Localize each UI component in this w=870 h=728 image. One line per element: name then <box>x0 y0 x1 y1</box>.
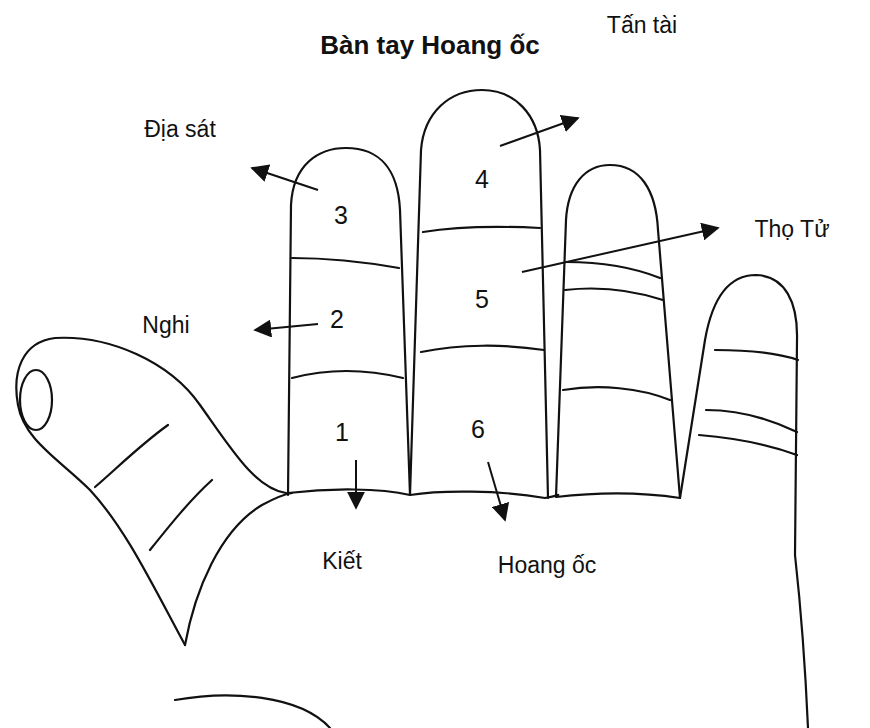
part-label: Nghi <box>142 313 189 338</box>
leader-arrow <box>255 324 318 330</box>
leader-arrow <box>500 118 578 146</box>
callout-number: 6 <box>471 416 485 444</box>
finger-crease <box>292 258 399 268</box>
leader-arrow <box>355 460 357 508</box>
finger-crease <box>565 288 663 300</box>
callout-number: 1 <box>335 419 349 447</box>
finger-outline <box>556 165 680 498</box>
palm-line <box>288 489 558 498</box>
finger-crease <box>292 371 403 378</box>
finger-crease <box>715 350 798 360</box>
finger-outline <box>410 90 548 498</box>
callout-number: 4 <box>475 166 489 194</box>
part-label: Thọ Tử <box>754 217 829 242</box>
leader-arrow <box>522 228 718 272</box>
thumb-crease <box>150 480 212 550</box>
finger-crease <box>423 227 540 232</box>
palm-outline <box>795 555 808 728</box>
thumb-outline <box>16 338 286 645</box>
part-label: Tấn tài <box>607 13 677 38</box>
finger-crease <box>706 410 797 432</box>
thumb-crease <box>95 425 168 487</box>
diagram-title: Bàn tay Hoang ốc <box>320 31 540 60</box>
leader-arrow <box>252 168 318 190</box>
palm-crease <box>185 493 292 645</box>
finger-crease <box>563 387 670 400</box>
thumb-nail <box>20 370 52 430</box>
finger-crease <box>566 262 660 278</box>
callout-number: 2 <box>330 306 344 334</box>
leader-arrow <box>488 462 505 520</box>
palm-base <box>175 695 330 728</box>
callout-number: 3 <box>334 202 348 230</box>
part-label: Hoang ốc <box>498 553 596 578</box>
finger-crease <box>699 435 797 455</box>
finger-outline <box>680 275 797 555</box>
callout-number: 5 <box>475 286 489 314</box>
part-label: Kiết <box>322 549 362 574</box>
finger-crease <box>421 346 544 352</box>
finger-outline <box>288 148 410 495</box>
part-label: Địa sát <box>144 117 216 142</box>
